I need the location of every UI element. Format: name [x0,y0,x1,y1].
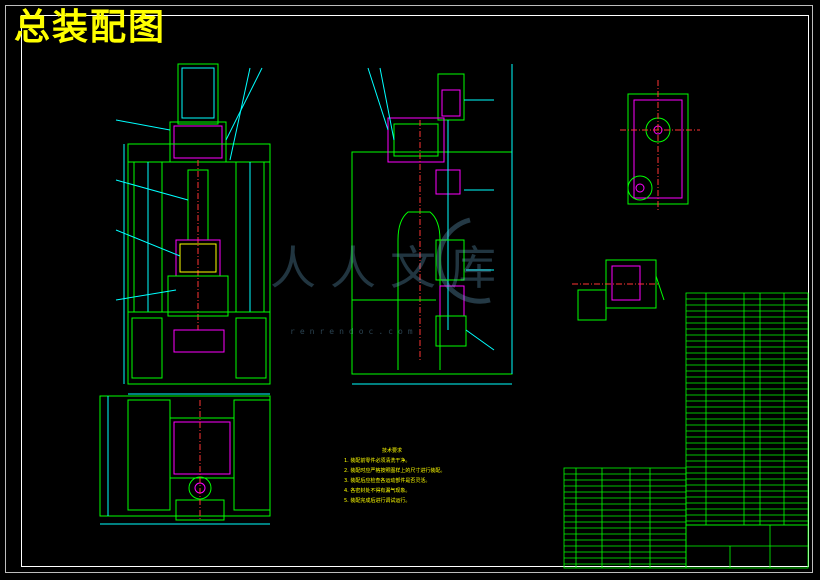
detail-a-lower-hub [635,183,645,193]
front-leader-2 [229,67,251,161]
parts-table-lower [563,467,687,569]
parts-rows [564,298,808,565]
side-leader-2 [379,67,395,141]
top-view [99,395,271,525]
detail-a-lower-wheel [627,175,653,201]
front-leader-5 [115,229,181,257]
top-outline [99,395,271,517]
notes-heading: 技术要求 [381,448,402,454]
technical-requirements: 技术要求 1. 装配前零件必须清洗干净。 2. 装配时应严格按照图样上的尺寸进行… [344,446,464,506]
title-block-box [685,524,809,569]
note-line-1: 1. 装配前零件必须清洗干净。 [344,458,411,464]
watermark-swirl [436,217,491,304]
side-lower-guide [435,315,467,347]
side-head-inner [393,123,439,157]
watermark-url: renrendoc.com [290,327,418,336]
detail-view-a [620,80,700,212]
parts-table-upper [685,292,809,526]
detail-view-b [572,259,665,321]
detail-b-side-plate [577,289,607,321]
front-main-frame [127,143,271,385]
front-leader-1 [225,67,263,141]
front-cylinder-inner [181,67,215,119]
front-right-foot [235,317,267,379]
side-head-housing [387,117,445,163]
note-line-4: 4. 各密封处不得有漏气现象。 [344,488,411,494]
top-center-block [169,417,235,479]
outer-frame [5,5,813,573]
front-lower-block [167,275,229,317]
drawing-title: 总装配图 [14,7,167,48]
side-column-profile [397,211,441,370]
detail-b-inner [611,265,641,301]
front-head-inner [173,125,223,159]
side-leader-1 [367,67,389,131]
side-top-cylinder [437,73,465,121]
front-base-fixture [173,329,225,353]
front-cylinder-top [177,63,219,125]
front-leader-3 [115,119,171,131]
front-leader-6 [115,289,177,301]
front-head-block [169,121,227,163]
title-block [685,524,809,569]
front-clamp-inner [179,243,217,273]
note-line-2: 2. 装配时应严格按照图样上的尺寸进行装配。 [344,468,446,474]
watermark-text: 人人文库 [270,241,510,295]
note-line-5: 5. 装配完成后进行调试运行。 [344,498,411,504]
parts-table [563,292,809,569]
side-view [351,64,513,385]
front-left-foot [131,317,163,379]
top-left-leg [127,399,171,511]
front-base [127,311,271,385]
side-leader-6 [465,329,495,351]
detail-b-break-line [655,275,665,301]
inner-frame [21,15,809,567]
top-right-leg [233,399,271,511]
front-view [115,63,271,395]
front-leader-4 [115,179,189,201]
note-line-3: 3. 装配后应检查各运动部件是否灵活。 [344,478,431,484]
top-center-inner [173,421,231,475]
side-top-cylinder-inner [441,89,461,117]
side-clamp-block [435,239,465,281]
